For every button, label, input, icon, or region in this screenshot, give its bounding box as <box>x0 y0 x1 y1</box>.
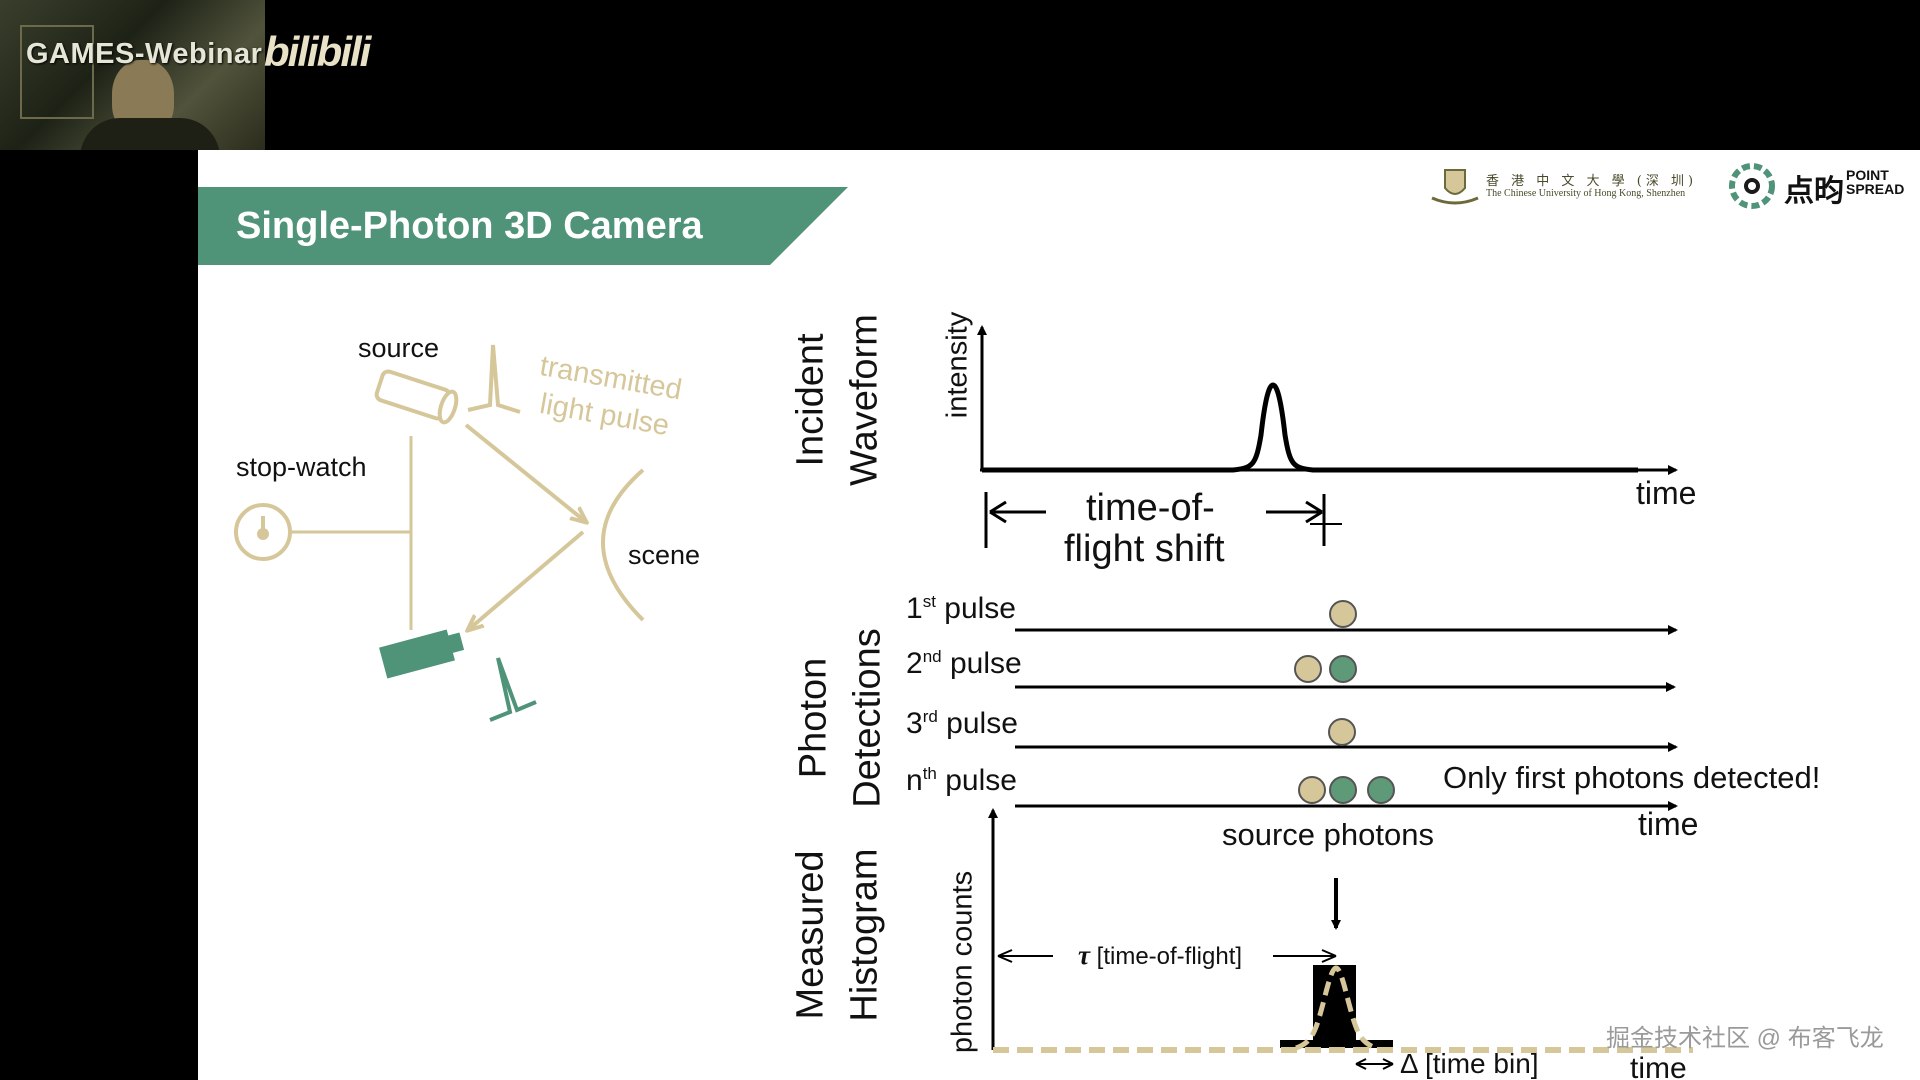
detections-x-label: time <box>1638 806 1698 843</box>
histogram-bars <box>1280 965 1393 1048</box>
pulse-label-row3: 3rd pulse <box>906 707 1018 741</box>
presenter-webcam <box>0 0 265 150</box>
video-top-bar: GAMES-Webinar bilibili <box>0 0 1920 150</box>
photon-dot-row2-first <box>1295 656 1321 682</box>
photon-dot-rown-first <box>1299 777 1325 803</box>
tau-label-text: [time-of-flight] <box>1097 943 1242 970</box>
pulse-word: pulse <box>944 592 1016 625</box>
presenter-body <box>80 118 220 150</box>
pulse-word: pulse <box>950 647 1022 680</box>
source-photons-label: source photons <box>1222 817 1434 853</box>
time-bin-arrow <box>1356 1059 1393 1069</box>
waveform-axes <box>980 327 1676 470</box>
photon-dot-rown-second <box>1330 777 1356 803</box>
incident-waveform-curve <box>982 385 1638 470</box>
bilibili-logo: bilibili <box>264 28 369 76</box>
time-bin-text: [time bin] <box>1425 1048 1539 1079</box>
pulse-label-row1: 1st pulse <box>906 592 1016 626</box>
stopwatch-label: stop-watch <box>236 452 367 483</box>
pulse-label-rown: nth pulse <box>906 764 1017 798</box>
source-label: source <box>358 333 439 364</box>
photon-dot-row1 <box>1330 601 1356 627</box>
section-label-hist-line2: Histogram <box>844 848 887 1021</box>
first-photons-note: Only first photons detected! <box>1443 760 1820 796</box>
delta-symbol: Δ <box>1400 1048 1417 1079</box>
photon-dot-rown-third <box>1368 777 1394 803</box>
waveform-x-label: time <box>1636 475 1696 512</box>
pulse-number: n <box>906 764 923 797</box>
photon-dot-row3 <box>1329 719 1355 745</box>
diagram-graphics <box>198 150 1920 1080</box>
histogram-y-label: photon counts <box>947 871 980 1053</box>
pulse-ordinal: rd <box>923 707 938 726</box>
pulse-ordinal: st <box>923 592 936 611</box>
section-label-incident-line1: Incident <box>790 333 833 466</box>
pulse-ordinal: th <box>923 764 937 783</box>
scene-label: scene <box>628 540 700 571</box>
pulse-ordinal: nd <box>923 647 942 666</box>
histogram-x-label: time <box>1630 1052 1687 1080</box>
detector-camera-icon <box>379 629 464 678</box>
transmitted-pulse-icon <box>468 345 520 412</box>
time-bin-label: Δ [time bin] <box>1400 1048 1539 1080</box>
pulse-word: pulse <box>945 764 1017 797</box>
section-label-hist-line1: Measured <box>790 851 833 1020</box>
section-label-photon-line2: Detections <box>847 628 890 808</box>
outgoing-beam-arrow <box>466 425 586 522</box>
tof-shift-label-line1: time-of- <box>1086 487 1215 530</box>
return-beam-arrow <box>468 532 583 630</box>
slide: Single-Photon 3D Camera 香 港 中 文 大 學 (深 圳… <box>198 150 1920 1080</box>
stopwatch-icon <box>236 505 290 559</box>
pulse-label-row2: 2nd pulse <box>906 647 1022 681</box>
pulse-word: pulse <box>946 707 1018 740</box>
photon-dot-row2-second <box>1330 656 1356 682</box>
tof-shift-label-line2: flight shift <box>1064 528 1225 571</box>
source-emitter-icon <box>375 370 460 424</box>
received-pulse-icon <box>490 658 536 720</box>
pulse-number: 3 <box>906 707 923 740</box>
tof-label: τ [time-of-flight] <box>1078 940 1242 971</box>
section-label-incident-line2: Waveform <box>844 314 887 486</box>
pulse-number: 1 <box>906 592 923 625</box>
left-letterbox <box>0 150 198 1080</box>
waveform-y-label: intensity <box>942 312 975 418</box>
tau-symbol: τ <box>1078 940 1090 970</box>
section-label-photon-line1: Photon <box>793 658 836 778</box>
watermark: 掘金技术社区 @ 布客飞龙 <box>1606 1018 1884 1053</box>
pulse-number: 2 <box>906 647 923 680</box>
channel-title: GAMES-Webinar <box>26 38 262 71</box>
